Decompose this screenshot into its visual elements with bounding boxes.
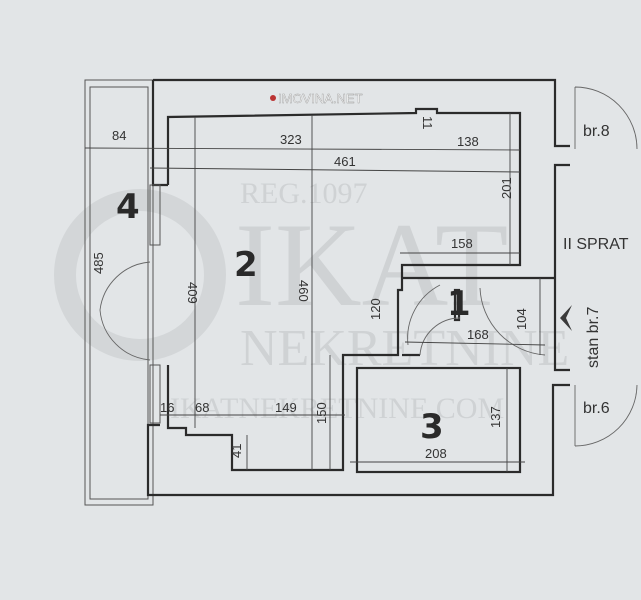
dim-16: 16 bbox=[160, 400, 174, 415]
dim-409: 409 bbox=[185, 282, 200, 304]
dim-323: 323 bbox=[280, 132, 302, 147]
room-3-outline bbox=[355, 366, 522, 474]
door-br8 bbox=[574, 86, 638, 150]
dim-208: 208 bbox=[425, 446, 447, 461]
dim-460: 460 bbox=[296, 280, 311, 302]
dim-104: 104 bbox=[514, 308, 529, 330]
dim-485: 485 bbox=[91, 252, 106, 274]
outer-wall-right bbox=[553, 163, 570, 372]
outer-wall-bottom bbox=[146, 383, 570, 497]
door-room1-arc bbox=[407, 284, 441, 346]
dim-149: 149 bbox=[275, 400, 297, 415]
dim-84: 84 bbox=[112, 128, 126, 143]
dim-137: 137 bbox=[488, 406, 503, 428]
room-3-label: 3 bbox=[420, 407, 444, 447]
floor-label: II SPRAT bbox=[563, 236, 629, 253]
outer-wall-top bbox=[153, 78, 570, 148]
dim-201: 201 bbox=[499, 177, 514, 199]
watermark-reg: REG.1097 bbox=[240, 177, 368, 210]
apartment-label: stan br.7 bbox=[585, 307, 602, 368]
neighbor-br6: br.6 bbox=[583, 400, 610, 417]
door-room3-arc bbox=[419, 317, 461, 356]
watermark-url: IKATNEKRETNINE.COM bbox=[170, 392, 504, 425]
site-logo: IMOVINA.NET bbox=[278, 91, 363, 106]
dim-158: 158 bbox=[451, 236, 473, 251]
room-4-label: 4 bbox=[116, 187, 140, 227]
pin-icon bbox=[270, 95, 276, 101]
dim-461: 461 bbox=[334, 154, 356, 169]
dimension-lines bbox=[84, 113, 546, 472]
room-2-outline bbox=[166, 107, 522, 472]
room-2-label: 2 bbox=[234, 245, 258, 285]
dim-68: 68 bbox=[195, 400, 209, 415]
window-left-bottom bbox=[149, 364, 161, 424]
balcony-inner bbox=[89, 86, 149, 500]
outer-wall-left bbox=[151, 80, 168, 187]
neighbor-br8: br.8 bbox=[583, 123, 610, 140]
room-1-partition bbox=[453, 288, 461, 322]
dim-120: 120 bbox=[368, 298, 383, 320]
door-br6 bbox=[574, 384, 638, 447]
dim-138: 138 bbox=[457, 134, 479, 149]
watermark: REG.1097 IKAT NEKRETNINE IKATNEKRETNINE.… bbox=[54, 177, 569, 425]
entry-door-arc bbox=[479, 287, 546, 356]
entry-arrow-icon bbox=[560, 305, 572, 331]
balcony-outline bbox=[84, 79, 154, 506]
dim-41: 41 bbox=[229, 444, 244, 458]
dim-11: 11 bbox=[420, 116, 435, 130]
room-1-label: 1 bbox=[447, 284, 471, 324]
window-left-top bbox=[149, 184, 161, 246]
balcony-door-arc bbox=[99, 261, 151, 361]
dim-150: 150 bbox=[314, 402, 329, 424]
dim-168: 168 bbox=[467, 327, 489, 342]
dimension-labels: 84 323 461 138 201 158 485 409 460 120 1… bbox=[91, 116, 529, 461]
watermark-circle bbox=[54, 189, 226, 361]
